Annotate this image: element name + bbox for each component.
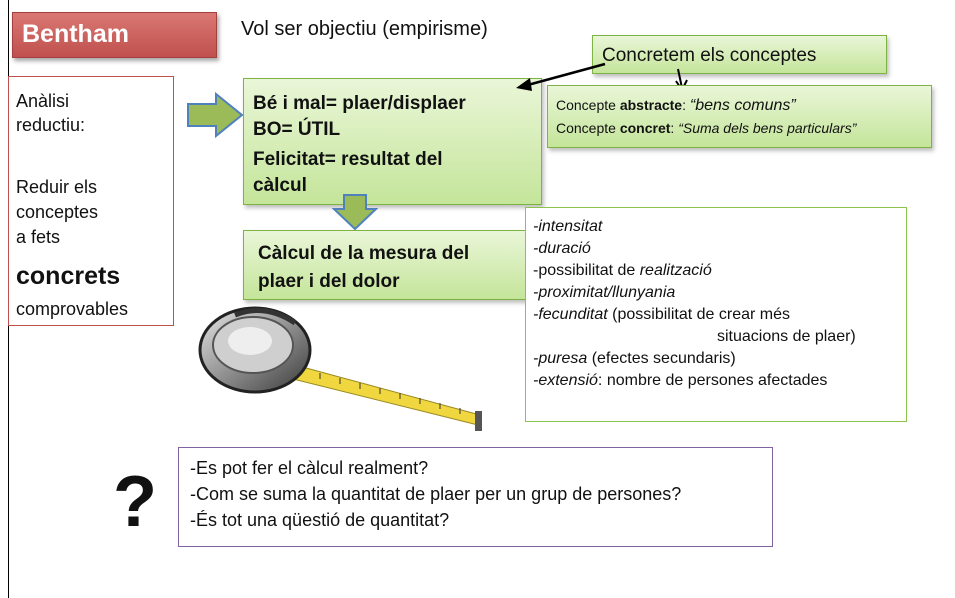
factor-text: -possibilitat de [533,262,640,279]
calculation-line: plaer i del dolor [258,271,400,292]
concept-type: concret [619,120,671,136]
factors-box [525,207,907,422]
factor-name: -puresa [533,350,588,367]
slide-title: Bentham [22,20,129,48]
definition-line: càlcul [253,175,307,196]
factor-text: : nombre de persones afectades [597,372,828,389]
factor-item: -intensitat [533,216,602,237]
concept-example: “Suma dels bens particulars” [678,120,857,136]
questions-box [178,447,773,547]
definition-line: BO= ÚTIL [253,119,341,140]
factor-item: -possibilitat de realització [533,260,712,281]
factor-item: -fecunditat (possibilitat de crear més [533,304,790,325]
concept-prefix: Concepte [556,97,620,113]
analysis-emphasis: concrets [16,262,121,290]
factor-name: realització [639,262,712,279]
connector-arrow-icon [516,62,606,91]
definition-line: Bé i mal= plaer/displaer [253,93,466,114]
factor-name: -duració [533,240,591,257]
arrow-down-icon [332,194,378,231]
concept-sep: : [670,120,679,136]
factor-name: -intensitat [533,218,603,235]
concepts-box [547,85,932,148]
factor-item: -proximitat/llunyania [533,282,675,303]
concept-prefix: Concepte [556,120,620,136]
factor-text: (efectes secundaris) [587,350,736,367]
factor-text: (possibilitat de crear més [607,306,791,323]
question-item: -És tot una qüestió de quantitat? [190,510,450,530]
definitions-box [243,78,542,205]
analysis-line: conceptes [16,202,99,222]
factor-item: -extensió: nombre de persones afectades [533,370,827,391]
factor-name: -extensió [533,372,598,389]
question-mark: ? [113,462,157,542]
title-banner [12,12,217,58]
calculation-line: Càlcul de la mesura del [258,243,470,264]
concretem-box [592,35,887,74]
analysis-line: Anàlisi [16,91,70,111]
concept-type: abstracte [619,97,683,113]
analysis-line: comprovables [16,299,129,319]
slide-subtitle: Vol ser objectiu (empirisme) [241,18,488,40]
definition-line: Felicitat= resultat del [253,149,443,170]
concretem-label: Concretem els conceptes [602,45,817,66]
arrow-right-icon [187,92,244,138]
concept-abstract: Concepte abstracte: “bens comuns” [556,95,796,116]
factor-item: -duració [533,238,591,259]
factor-name: -fecunditat [533,306,608,323]
factor-item: -puresa (efectes secundaris) [533,348,736,369]
concept-sep: : [682,97,690,113]
concept-example: “bens comuns” [689,97,796,114]
analysis-line: Reduir els [16,177,98,197]
question-item: -Es pot fer el càlcul realment? [190,458,429,478]
analysis-line: a fets [16,227,61,247]
analysis-box [8,76,174,326]
factor-name: -proximitat/llunyania [533,284,676,301]
calculation-box [243,230,528,300]
factor-continuation: situacions de plaer) [717,328,856,345]
concept-concrete: Concepte concret: “Suma dels bens partic… [556,118,856,138]
question-item: -Com se suma la quantitat de plaer per u… [190,484,682,504]
measuring-tape-icon [198,306,482,431]
analysis-line: reductiu: [16,115,86,135]
